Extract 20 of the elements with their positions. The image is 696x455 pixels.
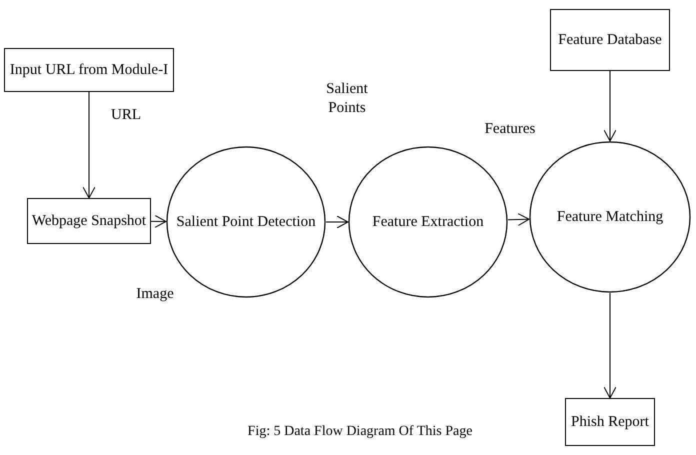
process-box — [550, 9, 670, 71]
node-label: Feature Database — [558, 32, 662, 48]
arrow — [604, 292, 616, 398]
arrow — [507, 213, 530, 226]
arrow — [150, 214, 166, 228]
process-box — [565, 398, 655, 446]
arrow — [604, 70, 616, 142]
node-label: Input URL from Module-I — [10, 62, 168, 78]
process-ellipse — [529, 141, 691, 293]
arrow — [326, 216, 348, 228]
node-label: Feature Extraction — [372, 214, 484, 230]
process-box — [4, 48, 174, 92]
process-box — [27, 198, 151, 244]
node-label: Feature Matching — [556, 208, 664, 226]
node-label: Webpage Snapshot — [32, 212, 146, 230]
arrow — [82, 92, 96, 198]
node-label: Phish Report — [571, 414, 649, 430]
figure-caption: Fig: 5 Data Flow Diagram Of This Page — [246, 424, 474, 440]
process-ellipse — [348, 146, 508, 298]
node-label: Salient Point Detection — [176, 214, 316, 230]
